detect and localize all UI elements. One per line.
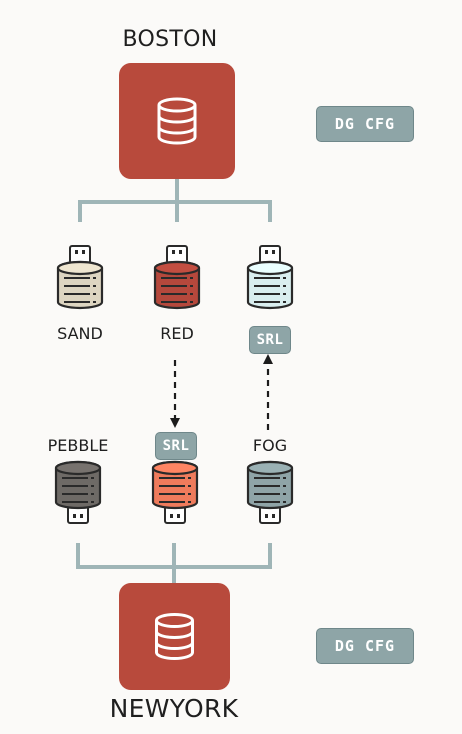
db-label-pebble: PEBBLE [47,436,109,455]
node-fog-standby-icon [246,460,294,524]
boston-site-label: BOSTON [122,27,218,52]
node-red-icon [153,245,201,310]
newyork-connector [76,543,272,584]
boston-dg-cfg-badge: DG CFG [316,106,414,142]
node-fog-icon [246,245,294,310]
node-orange-icon [151,460,199,524]
node-pebble-icon [54,460,102,524]
newyork-site-label: NEWYORK [109,694,239,723]
node-sand-icon [56,245,104,310]
database-icon [157,97,197,145]
boston-site-box [119,63,235,179]
db-label-red: RED [160,324,194,343]
redo-arrow-fog-to-srl [263,354,273,430]
newyork-site-box [119,583,230,690]
fog-srl-badge: SRL [249,326,291,354]
redo-arrow-red-to-srl [170,360,180,428]
database-icon [155,613,194,660]
boston-connector [78,178,272,222]
db-label-sand: SAND [57,324,103,343]
database-nodes [54,245,294,524]
newyork-dg-cfg-badge: DG CFG [316,628,414,664]
db-label-fog: FOG [252,436,288,455]
orange-srl-badge: SRL [155,432,197,460]
